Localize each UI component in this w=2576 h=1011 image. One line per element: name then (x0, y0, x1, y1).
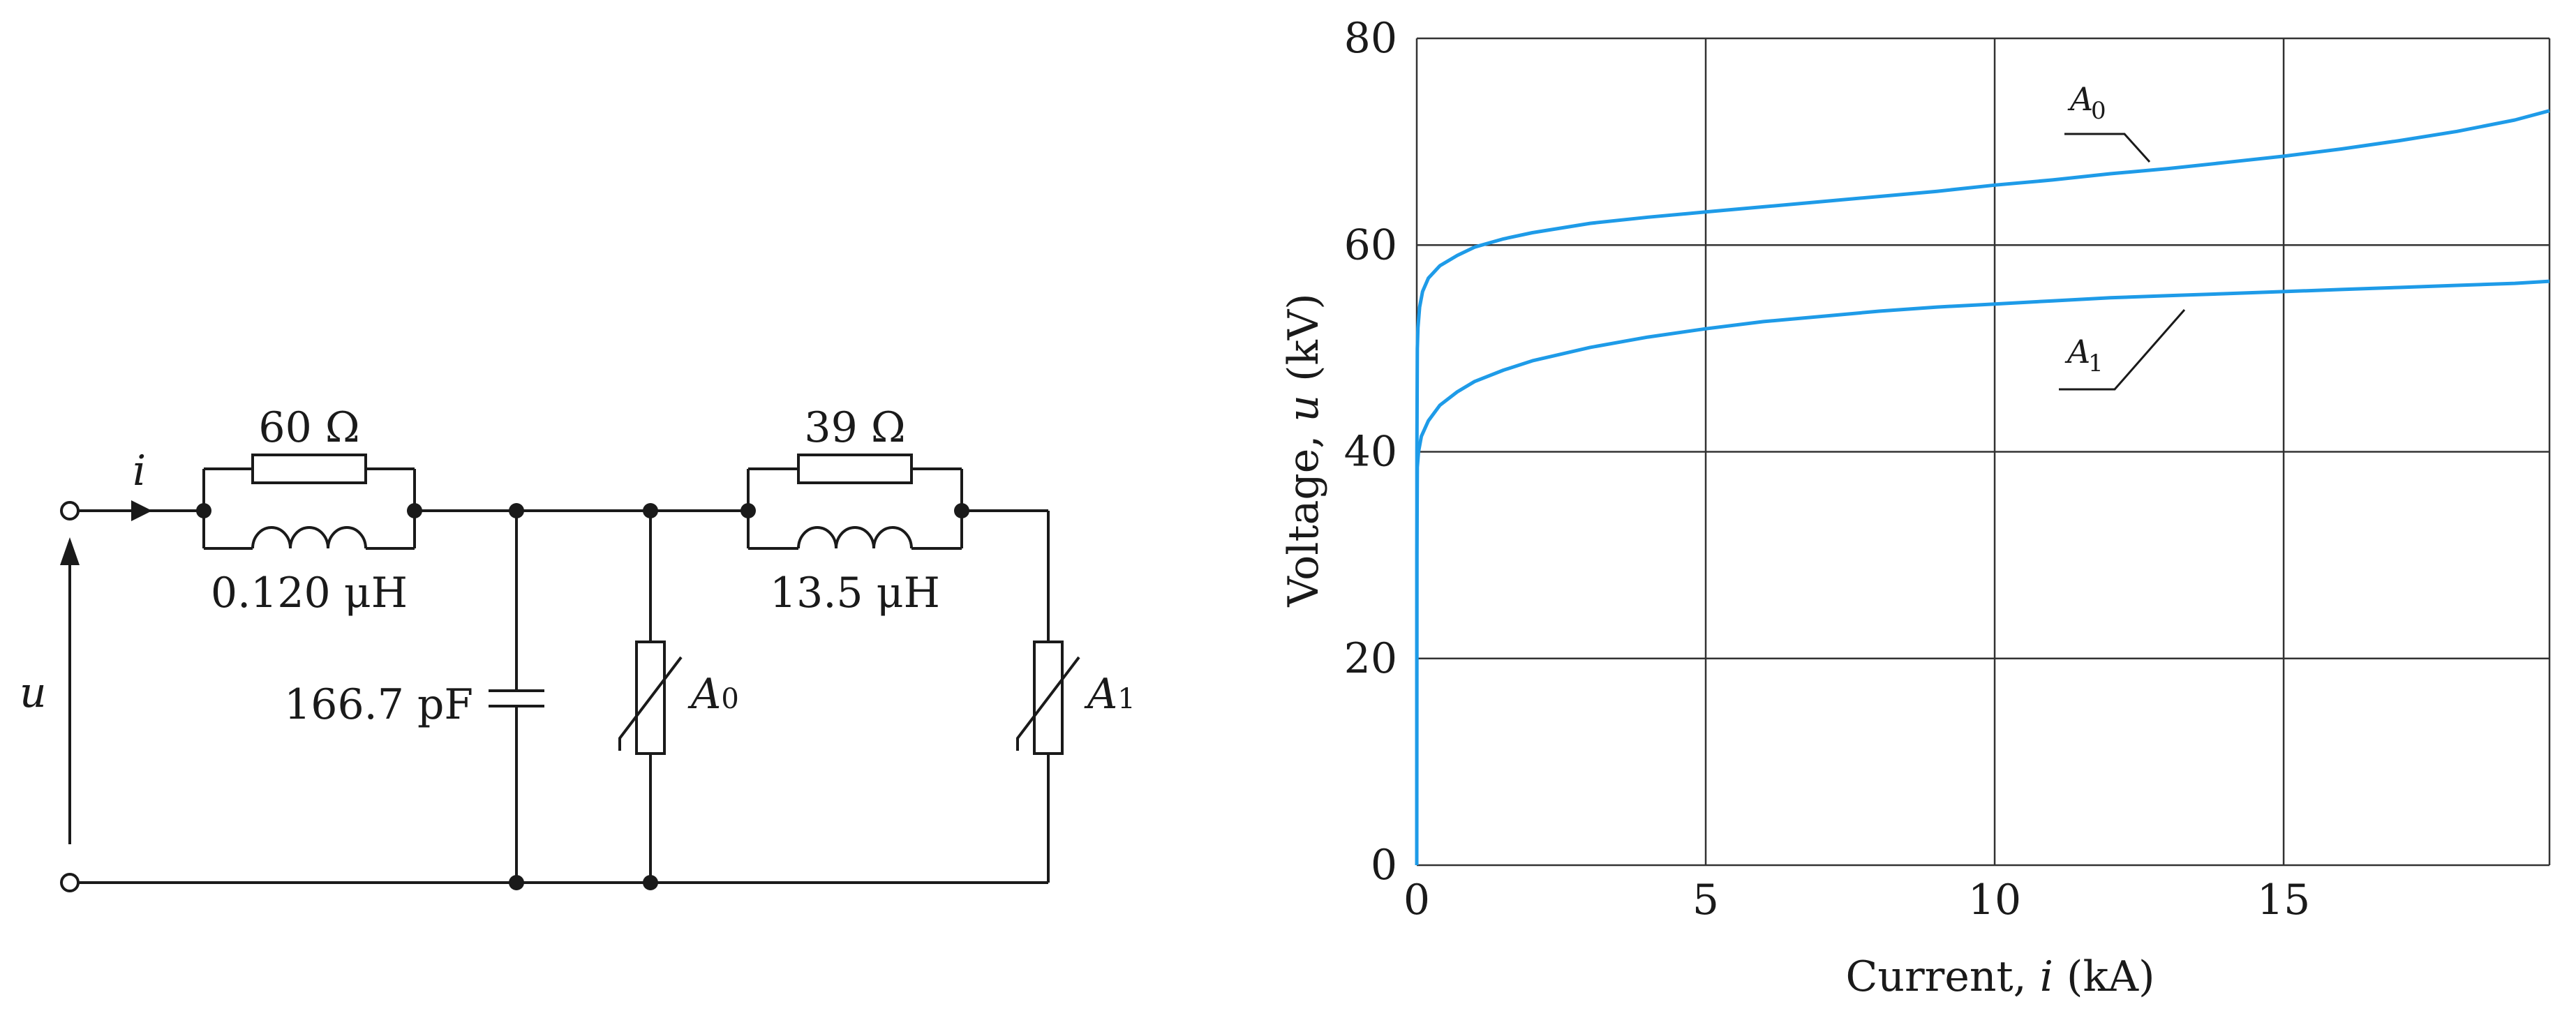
r2-l2-parallel-branch (740, 454, 969, 550)
current-arrow (131, 500, 152, 521)
x-tick-label: 15 (2257, 876, 2310, 924)
y-tick-label: 40 (1344, 428, 1397, 477)
current-label: i (133, 447, 146, 495)
y-tick-label: 60 (1344, 220, 1397, 269)
arrester-a1-label: A1 (1084, 670, 1136, 719)
node-dot (509, 875, 524, 890)
r2-label: 39 Ω (804, 403, 905, 452)
voltage-arrow-head (60, 537, 80, 565)
series-a1-leader (2059, 309, 2186, 391)
r1-label: 60 Ω (258, 403, 359, 452)
x-axis-label: Current, i (kA) (1845, 952, 2154, 1001)
chart-series (1415, 109, 2550, 866)
y-axis-label: Voltage, u (kV) (1279, 293, 1328, 607)
input-terminal-top (60, 501, 80, 521)
series-a0-label: A 0 (2064, 80, 2151, 163)
r1-l1-parallel-branch (196, 454, 422, 550)
resistor-r1 (251, 454, 367, 484)
node-dot (196, 503, 211, 518)
l1-label: 0.120 μH (211, 569, 408, 617)
svg-text:1: 1 (2088, 350, 2104, 377)
series-line-a0 (1415, 109, 2550, 866)
series-a0-leader (2064, 133, 2151, 163)
inductor-l1 (251, 526, 367, 549)
svg-text:A: A (2067, 80, 2093, 118)
y-tick-label: 80 (1344, 14, 1397, 63)
series-line-a1 (1415, 279, 2550, 866)
inductor-l2 (797, 526, 913, 549)
input-terminal-bottom (60, 873, 80, 892)
circuit-diagram: i u 60 Ω 0.120 μH (20, 403, 1136, 892)
y-tick-label: 0 (1371, 841, 1397, 890)
voltage-label: u (20, 668, 47, 717)
node-dot (643, 875, 658, 890)
capacitor-label: 166.7 pF (284, 680, 473, 729)
capacitor (489, 511, 544, 883)
svg-text:0: 0 (2091, 97, 2106, 125)
y-tick-label: 20 (1344, 634, 1397, 683)
chart-grid (1415, 37, 2551, 867)
x-tick-label: 5 (1692, 876, 1719, 924)
arrester-a0-label: A0 (687, 670, 739, 719)
node-dot (740, 503, 756, 518)
x-tick-label: 10 (1968, 876, 2021, 924)
svg-text:A: A (2064, 333, 2090, 370)
resistor-r2 (797, 454, 913, 484)
arrester-a1 (1016, 511, 1080, 883)
series-a1-label: A 1 (2059, 309, 2186, 391)
x-tick-label: 0 (1404, 876, 1430, 924)
l2-label: 13.5 μH (770, 569, 940, 617)
arrester-a0 (618, 511, 683, 883)
